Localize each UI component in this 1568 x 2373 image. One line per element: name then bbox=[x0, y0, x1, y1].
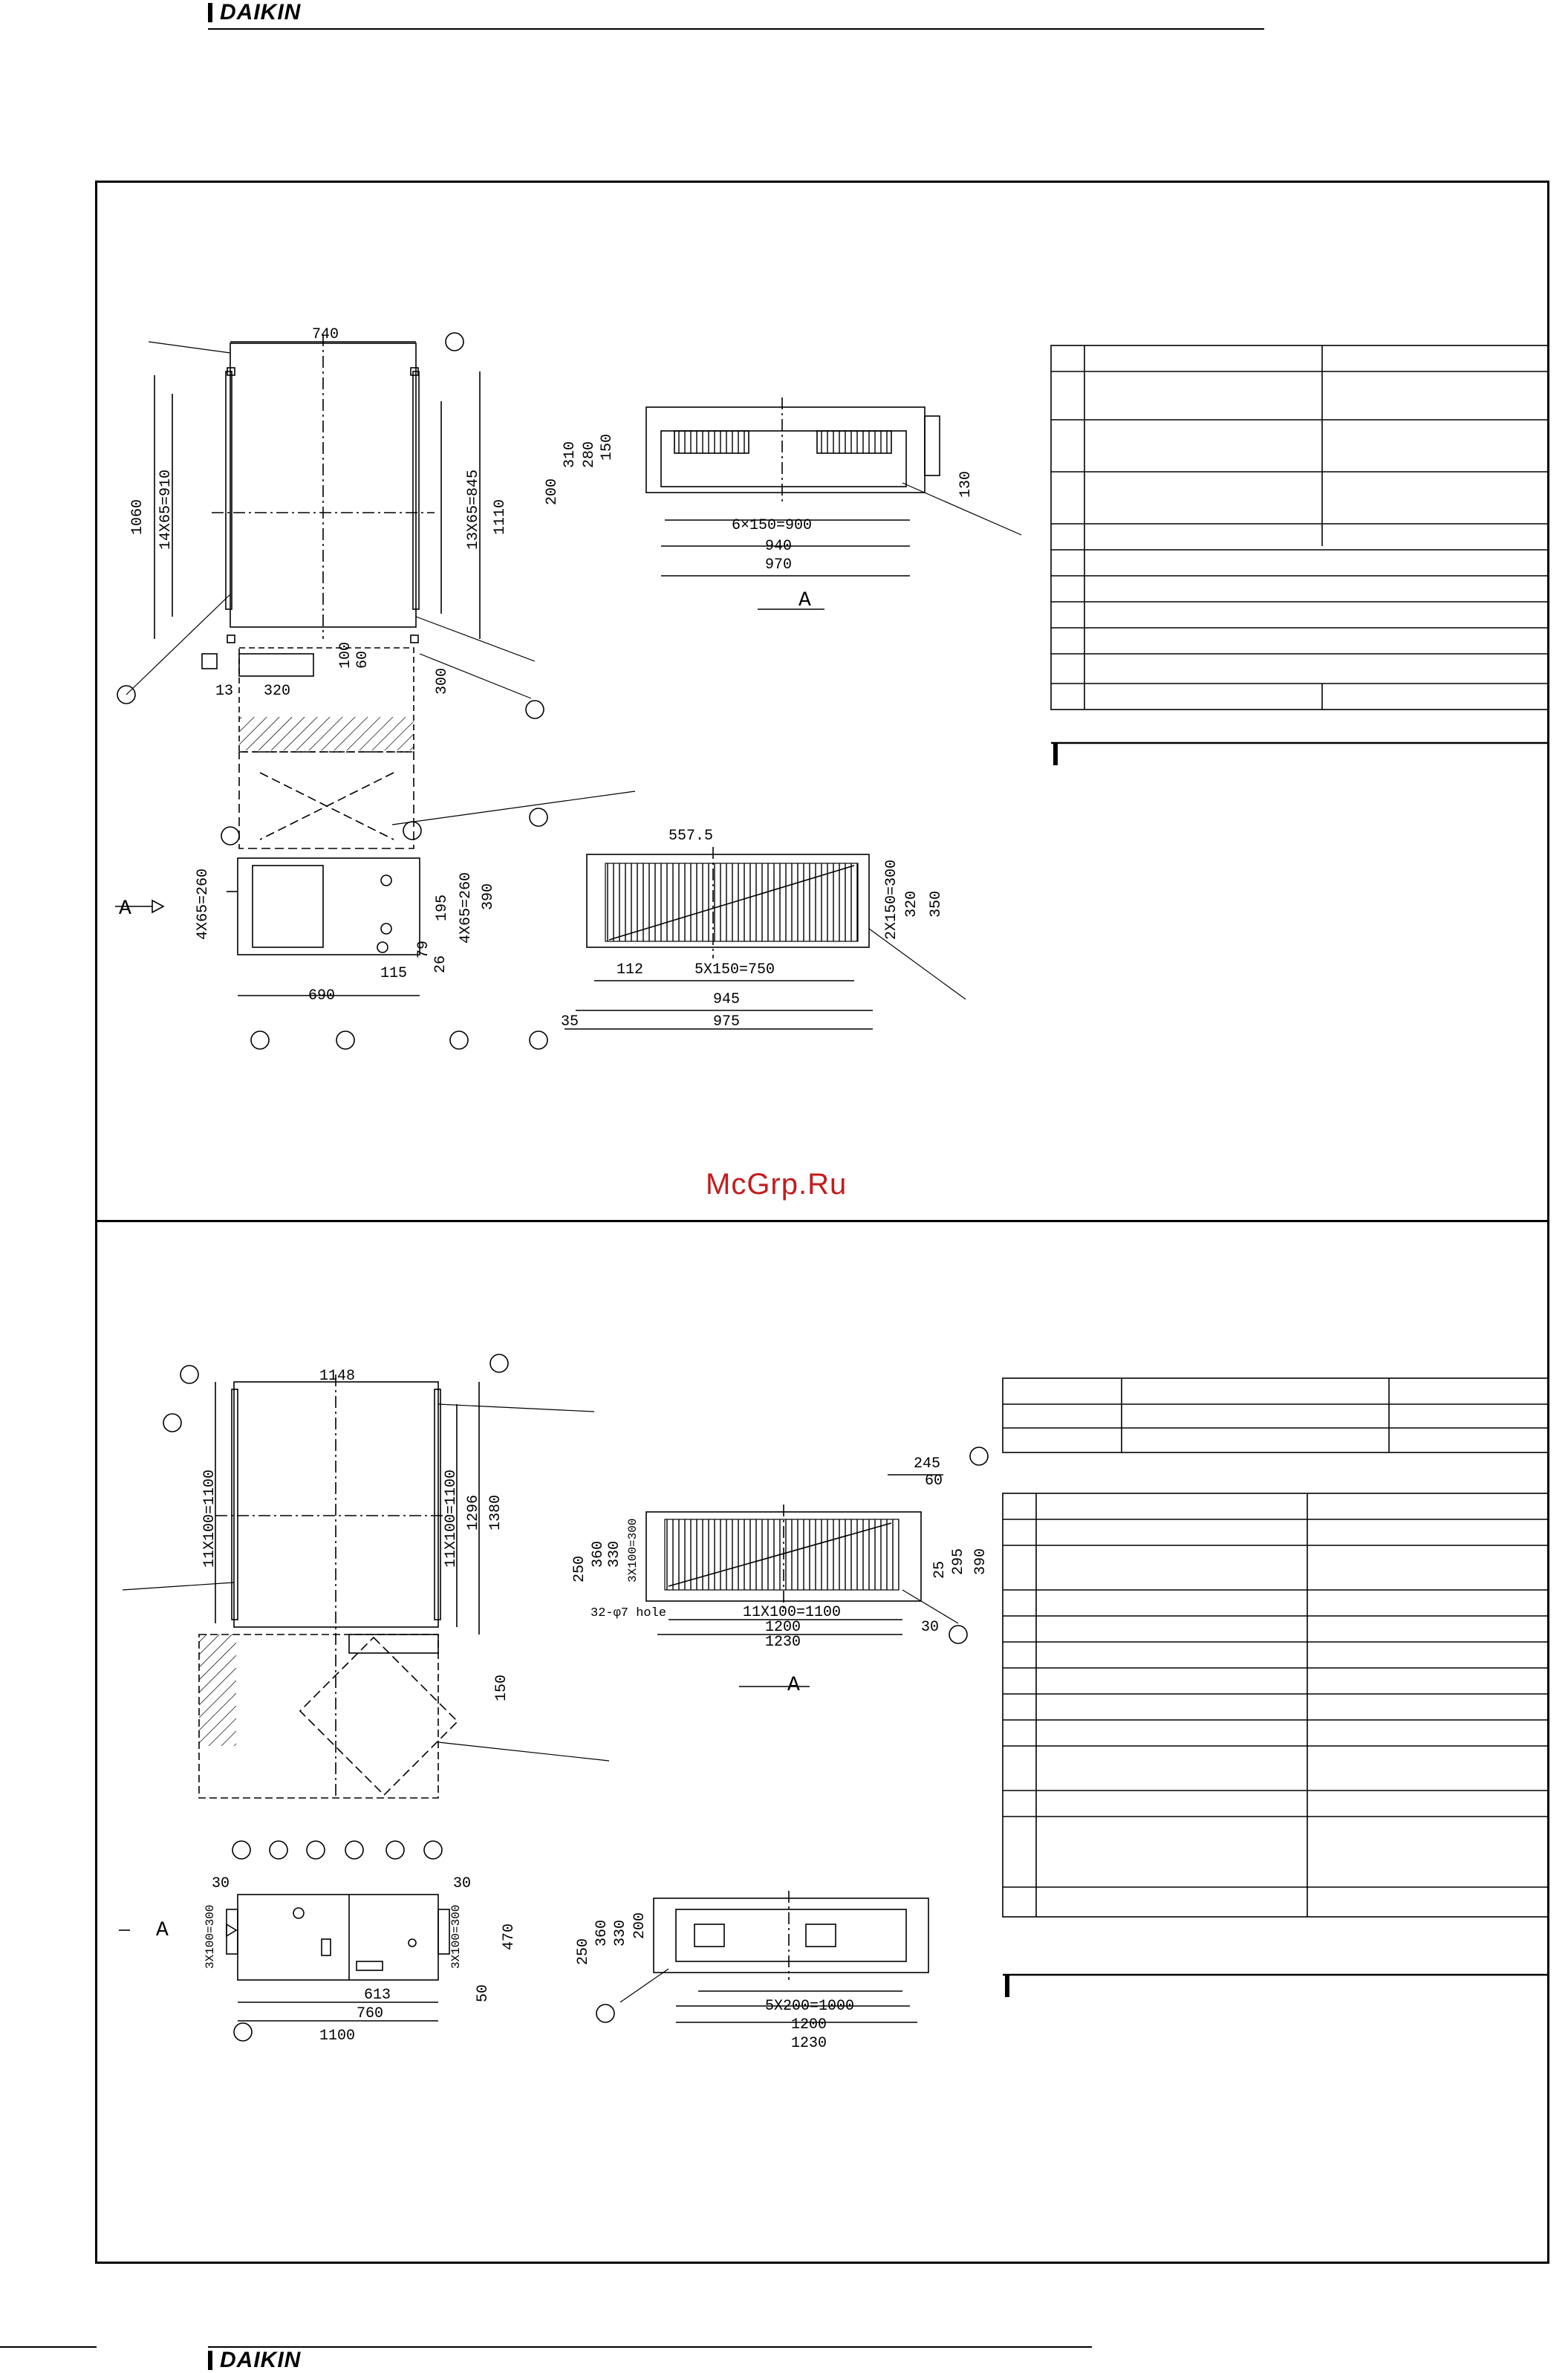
dim-245: 245 bbox=[914, 1455, 940, 1473]
dim-250-f: 250 bbox=[575, 1938, 592, 1965]
dim-1100: 1100 bbox=[319, 2028, 355, 2045]
dim-3x100: 3X100=300 bbox=[626, 1519, 640, 1582]
bottom-plan-view bbox=[122, 1354, 610, 1799]
bottom-side-view bbox=[119, 1840, 450, 2042]
dim-150-b: 150 bbox=[493, 1675, 510, 1701]
dim-330-f: 330 bbox=[612, 1920, 629, 1947]
dim-2x150: 2X150=300 bbox=[883, 860, 900, 940]
top-spec-table bbox=[1050, 345, 1549, 765]
arrow-label-a-bottom: A bbox=[156, 1919, 169, 1942]
dim-1110: 1110 bbox=[492, 499, 509, 535]
dim-945: 945 bbox=[713, 991, 740, 1008]
dim-200-f: 200 bbox=[631, 1912, 648, 1939]
dim-200: 200 bbox=[544, 478, 561, 505]
bottom-top-view bbox=[596, 1891, 929, 2023]
dim-30-b: 30 bbox=[453, 1875, 471, 1892]
dim-1230: 1230 bbox=[765, 1634, 801, 1651]
dim-295: 295 bbox=[950, 1548, 967, 1575]
dim-4x65-b: 4X65=260 bbox=[458, 872, 475, 944]
dim-350: 350 bbox=[928, 891, 945, 918]
dim-1200-f: 1200 bbox=[791, 2016, 827, 2033]
dim-1200: 1200 bbox=[765, 1619, 801, 1636]
dim-1148: 1148 bbox=[319, 1368, 355, 1385]
dim-30-a: 30 bbox=[212, 1875, 230, 1892]
dim-100: 100 bbox=[337, 642, 354, 669]
dim-60: 60 bbox=[354, 651, 371, 669]
dim-30: 30 bbox=[921, 1619, 939, 1636]
footer-left-rule bbox=[0, 2346, 97, 2348]
dim-360: 360 bbox=[590, 1541, 607, 1568]
dim-1230-f: 1230 bbox=[791, 2035, 827, 2052]
footer-rule bbox=[208, 2346, 1092, 2348]
dim-613: 613 bbox=[364, 1987, 391, 2004]
dim-112: 112 bbox=[617, 961, 643, 978]
footer-logo-bar bbox=[208, 2351, 212, 2370]
top-side-view bbox=[115, 821, 469, 1050]
dim-60-b: 60 bbox=[925, 1473, 943, 1490]
dim-35: 35 bbox=[561, 1013, 579, 1030]
dim-25: 25 bbox=[931, 1561, 949, 1579]
dim-557-5: 557.5 bbox=[668, 828, 713, 845]
dim-320-b: 320 bbox=[903, 891, 920, 918]
bottom-front-view-a bbox=[645, 1447, 989, 1687]
header-brand: DAIKIN bbox=[220, 0, 302, 25]
footer-logo: DAIKIN bbox=[208, 2348, 301, 2373]
dim-26: 26 bbox=[432, 955, 449, 973]
top-front-view-a bbox=[645, 397, 1022, 610]
dim-310: 310 bbox=[562, 441, 579, 468]
dim-13: 13 bbox=[215, 683, 233, 700]
dim-250: 250 bbox=[571, 1556, 588, 1582]
dim-1060: 1060 bbox=[129, 499, 146, 535]
watermark: McGrp.Ru bbox=[706, 1168, 848, 1201]
dim-11x100-a: 11X100=1100 bbox=[201, 1470, 218, 1568]
bottom-spec-table-large bbox=[1002, 1493, 1549, 1997]
header-logo-bar bbox=[208, 3, 212, 22]
dim-740: 740 bbox=[312, 326, 339, 343]
top-bottom-view bbox=[529, 808, 966, 1050]
dim-13x65: 13X65=845 bbox=[465, 470, 482, 550]
top-plan-view bbox=[117, 332, 636, 849]
dim-1296: 1296 bbox=[465, 1495, 482, 1530]
dim-320: 320 bbox=[264, 683, 290, 700]
header-rule bbox=[208, 28, 1264, 30]
dim-3x100-a: 3X100=300 bbox=[204, 1905, 217, 1969]
dim-975: 975 bbox=[713, 1013, 740, 1030]
arrow-label-a-top: A bbox=[119, 897, 131, 921]
dim-300: 300 bbox=[434, 668, 451, 695]
dim-130: 130 bbox=[957, 471, 975, 498]
dim-6x150: 6×150=900 bbox=[732, 517, 812, 534]
dim-330: 330 bbox=[606, 1541, 623, 1568]
dim-3x100-b: 3X100=300 bbox=[449, 1905, 463, 1969]
dim-14x65: 14X65=910 bbox=[157, 470, 175, 550]
bottom-spec-table-small bbox=[1002, 1377, 1549, 1453]
dim-970: 970 bbox=[765, 556, 792, 574]
dim-4x65-a: 4X65=260 bbox=[195, 869, 212, 940]
header-logo: DAIKIN bbox=[208, 0, 301, 25]
dim-150: 150 bbox=[599, 434, 616, 461]
dim-5x200: 5X200=1000 bbox=[765, 1998, 854, 2015]
footer-brand: DAIKIN bbox=[220, 2348, 302, 2372]
dim-32-hole: 32-φ7 hole bbox=[591, 1606, 666, 1620]
dim-79: 79 bbox=[415, 941, 432, 958]
dim-1380: 1380 bbox=[487, 1495, 504, 1530]
dim-280: 280 bbox=[581, 441, 598, 468]
dim-470: 470 bbox=[501, 1924, 518, 1950]
view-label-a-bottom: A bbox=[787, 1674, 800, 1697]
dim-11x100-b: 11X100=1100 bbox=[443, 1470, 460, 1568]
view-label-a: A bbox=[798, 589, 811, 612]
dim-360-f: 360 bbox=[593, 1920, 611, 1947]
dim-5x150: 5X150=750 bbox=[694, 961, 775, 978]
dim-690: 690 bbox=[308, 987, 335, 1004]
dim-195: 195 bbox=[434, 895, 451, 921]
dim-390-b: 390 bbox=[972, 1548, 989, 1575]
dim-940: 940 bbox=[765, 538, 792, 555]
dim-11x100-c: 11X100=1100 bbox=[743, 1604, 841, 1621]
dim-390: 390 bbox=[480, 883, 497, 910]
dim-115: 115 bbox=[380, 965, 407, 982]
dim-50: 50 bbox=[475, 1984, 492, 2002]
dim-760: 760 bbox=[357, 2005, 383, 2022]
